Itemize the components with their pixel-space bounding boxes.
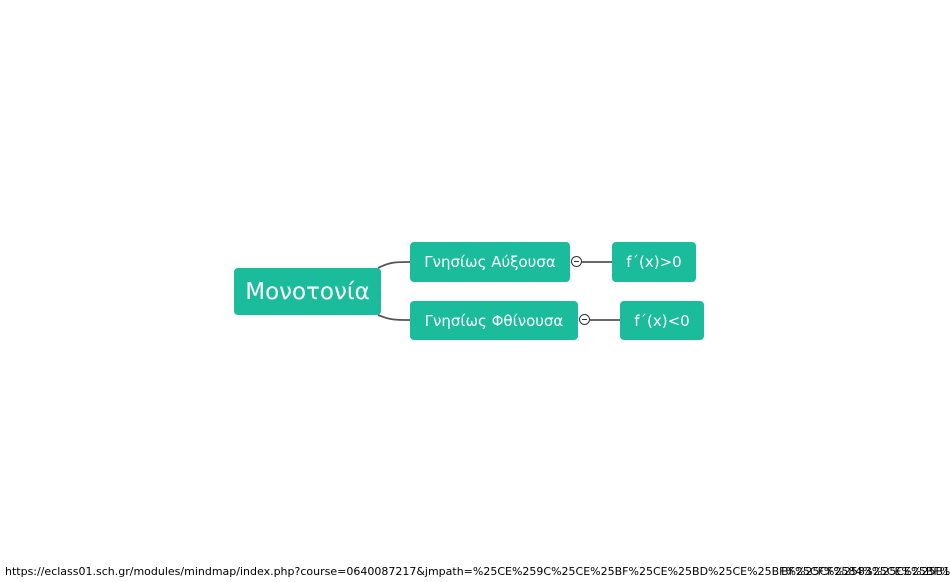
node-strictly-increasing-label: Γνησίως Αύξουσα xyxy=(424,253,556,271)
node-derivative-positive-label: f΄(x)>0 xyxy=(626,253,682,271)
node-strictly-decreasing[interactable]: Γνησίως Φθίνουσα xyxy=(410,301,578,340)
node-derivative-negative-label: f΄(x)<0 xyxy=(634,311,690,330)
status-url-tail: ΒF%25CF%2583%25CE%25B1 xyxy=(781,565,950,578)
node-derivative-positive[interactable]: f΄(x)>0 xyxy=(612,242,696,282)
collapse-node-increasing-icon[interactable] xyxy=(571,256,582,267)
node-strictly-increasing[interactable]: Γνησίως Αύξουσα xyxy=(410,242,570,282)
root-node-monotonia[interactable]: Μονοτονία xyxy=(234,268,381,315)
collapse-node-decreasing-icon[interactable] xyxy=(579,314,590,325)
status-bar: https://eclass01.sch.gr/modules/mindmap/… xyxy=(0,564,950,580)
link-root-increasing xyxy=(377,261,411,269)
node-strictly-decreasing-label: Γνησίως Φθίνουσα xyxy=(424,311,564,330)
status-url: https://eclass01.sch.gr/modules/mindmap/… xyxy=(5,565,950,578)
link-root-decreasing xyxy=(377,314,411,321)
node-derivative-negative[interactable]: f΄(x)<0 xyxy=(620,301,704,340)
root-node-label: Μονοτονία xyxy=(245,278,370,305)
